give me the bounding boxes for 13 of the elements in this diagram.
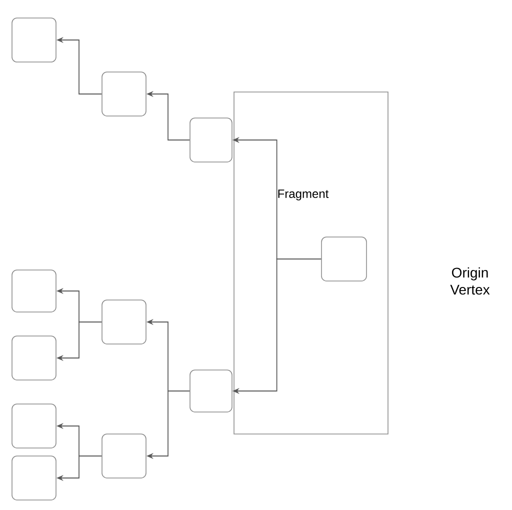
vertex-box [12,404,56,448]
vertex-box [12,336,56,380]
vertex-box [12,18,56,62]
fragment-box: Fragment [234,92,388,434]
vertex-box [102,434,146,478]
vertex-box [102,300,146,344]
vertex-box [190,118,232,162]
vertex-box [190,370,232,412]
vertex-box [12,456,56,500]
vertex-box [102,72,146,116]
vertex-label: Origin Vertex [450,267,490,295]
vertex-box [321,236,367,282]
vertex-box [12,270,56,312]
